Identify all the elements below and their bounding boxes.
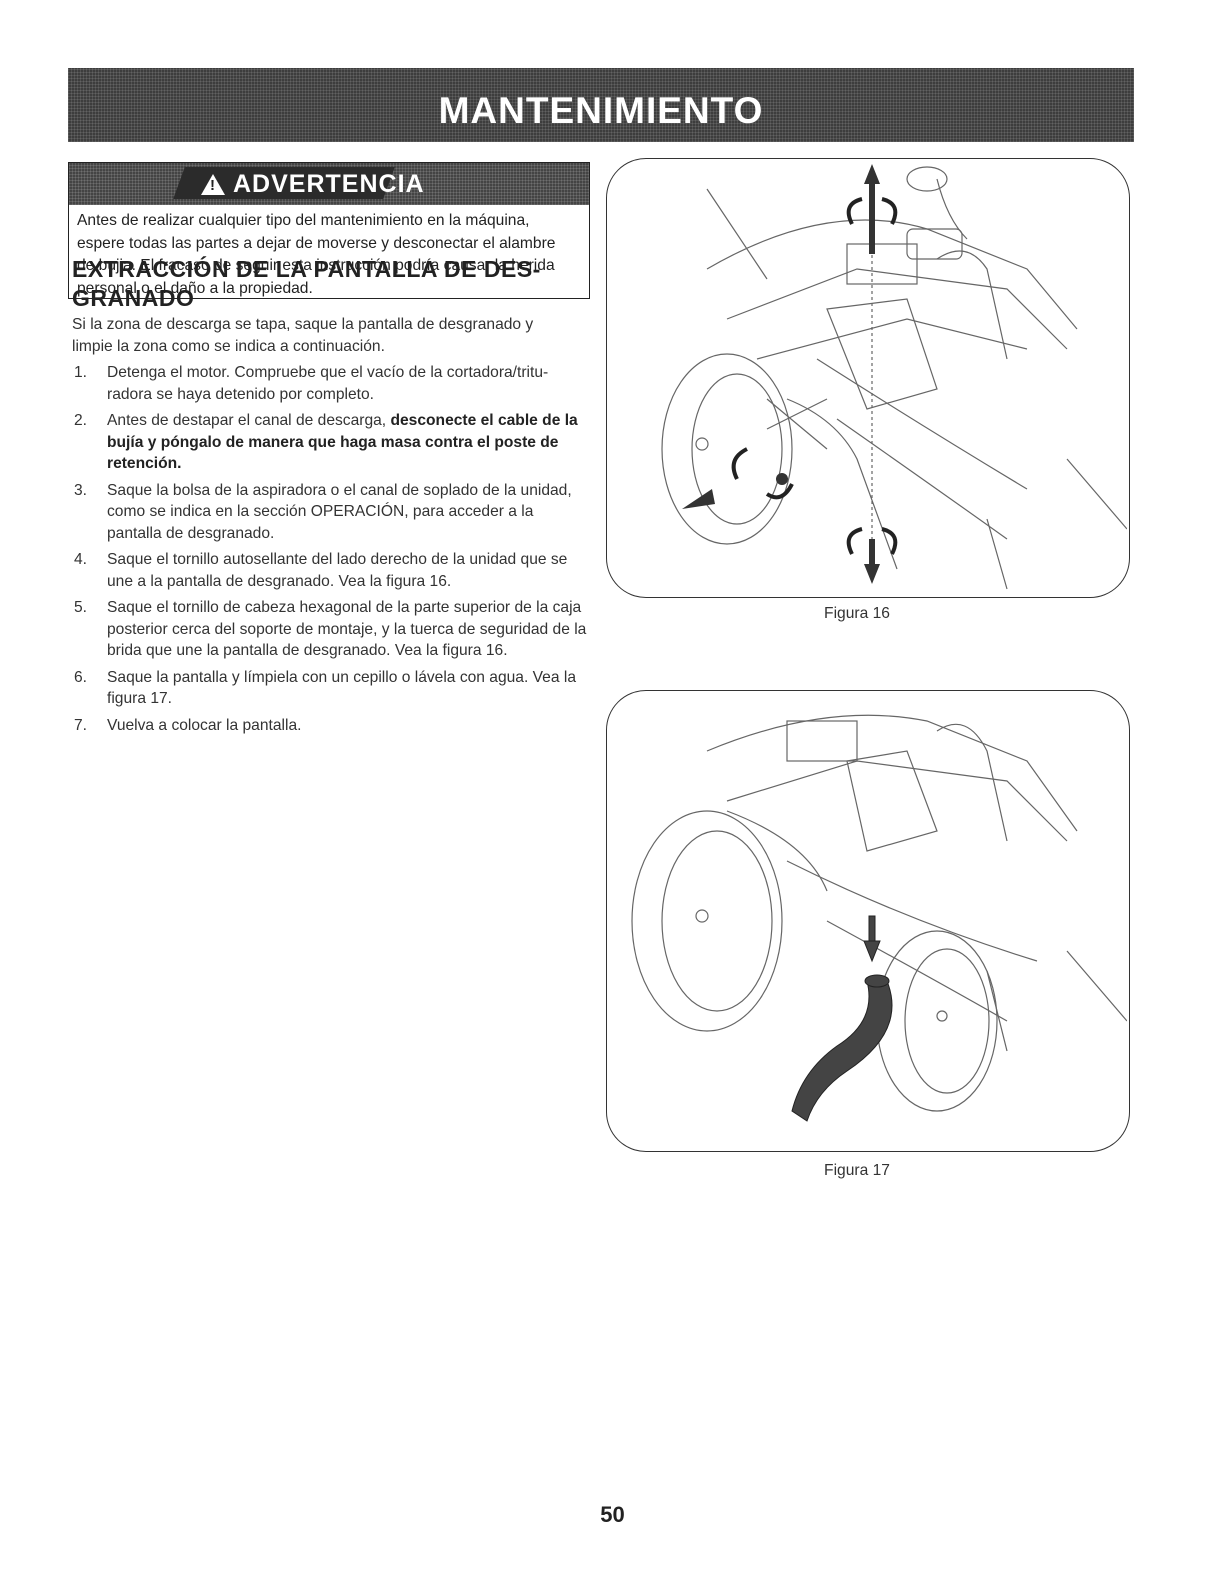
page-number: 50 [600,1502,625,1527]
section-intro: Si la zona de descarga se tapa, saque la… [72,316,534,355]
warning-title: ADVERTENCIA [233,170,425,198]
list-item: 3.Saque la bolsa de la aspiradora o el c… [74,481,572,542]
list-item: 4.Saque el tornillo autosellante del lad… [74,551,568,590]
header-banner: MANTENIMIENTO [68,68,1134,142]
figure-16-illustration [661,164,1127,590]
list-item: 7.Vuelva a colocar la pantalla. [74,716,302,734]
figure-17-illustration [631,714,1127,1122]
list-item: 5.Saque el tornillo de cabeza hexagonal … [74,599,587,659]
figure-17-caption: Figura 17 [824,1162,890,1179]
warning-triangle-icon [201,174,225,195]
list-item: 6.Saque la pantalla y límpiela con un ce… [74,668,576,708]
warning-box: ADVERTENCIA Antes de realizar cualquier … [68,162,590,299]
warning-line: espere todas las partes a dejar de mover… [77,234,556,252]
figure-16-frame [606,158,1130,598]
warning-line: personal o el daño a la propiedad. [77,279,313,297]
warning-header: ADVERTENCIA [69,163,589,205]
warning-text: Antes de realizar cualquier tipo del man… [69,205,589,300]
page-title: MANTENIMIENTO [438,90,764,131]
figure-16-caption: Figura 16 [824,605,890,622]
section-heading: EXTRACCIÓN DE LA PANTALLA DE DES- GRANAD… [72,256,541,311]
warning-line: de bujia. El fracaso de seguir esta inst… [77,257,555,274]
warning-line: Antes de realizar cualquier tipo del man… [77,212,530,229]
steps-list: 1.Detenga el motor. Compruebe que el vac… [72,362,592,741]
list-item: 1.Detenga el motor. Compruebe que el vac… [74,364,549,403]
figure-17-frame [606,690,1130,1152]
list-item: 2.Antes de destapar el canal de descarga… [74,412,578,472]
